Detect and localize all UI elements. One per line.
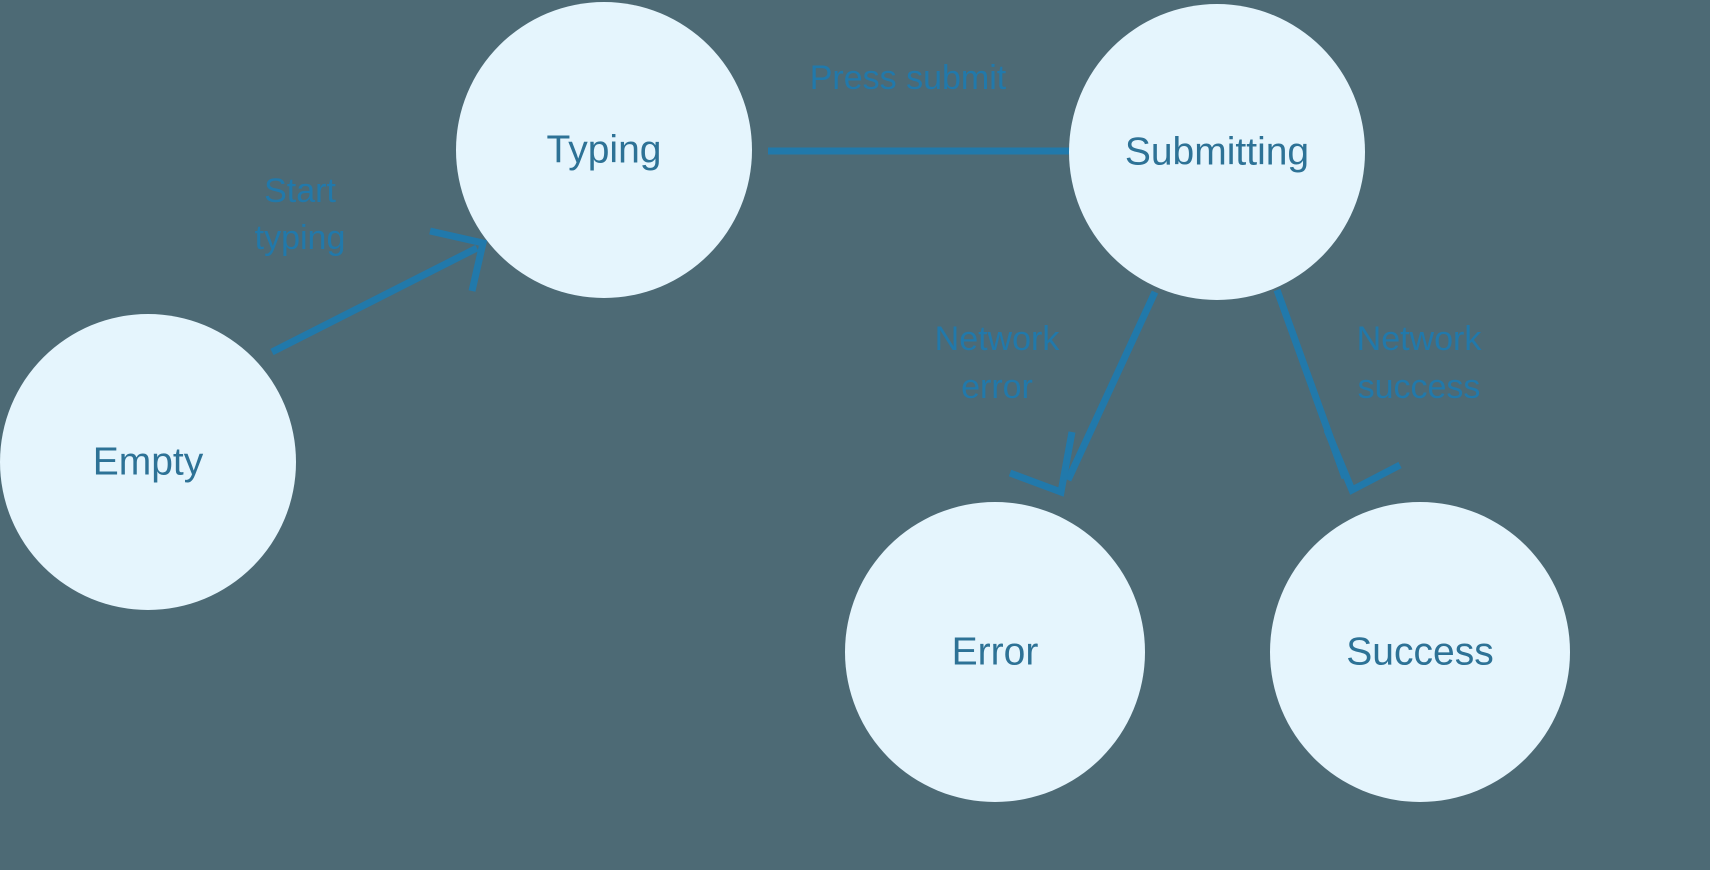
state-node-submitting-circle [1069, 4, 1365, 300]
state-node-typing[interactable]: Typing [456, 2, 752, 298]
edge-submitting-to-error[interactable]: Network error [935, 290, 1159, 497]
state-node-success-label: Success [1346, 630, 1493, 673]
state-node-error[interactable]: Error [845, 502, 1145, 802]
edge-submitting-to-error-arrowhead [1008, 431, 1076, 497]
state-node-error-circle [845, 502, 1145, 802]
edge-empty-to-typing-label-line-1: Start [264, 172, 336, 210]
edge-submitting-to-success-arrowhead [1323, 428, 1402, 495]
edge-submitting-to-error-line [1064, 290, 1159, 482]
edge-empty-to-typing-arrowhead [429, 227, 488, 292]
state-node-typing-label: Typing [547, 128, 662, 171]
edge-submitting-to-success-label-line-1: Network [1357, 320, 1483, 358]
state-node-success-circle [1270, 502, 1570, 802]
state-node-empty-circle [0, 314, 296, 610]
state-node-submitting-label: Submitting [1125, 130, 1309, 173]
edge-empty-to-typing-label-line-2: typing [255, 219, 346, 257]
edge-submitting-to-error-label-line-1: Network [935, 320, 1061, 358]
state-node-typing-circle [456, 2, 752, 298]
edge-empty-to-typing[interactable]: Start typing [255, 172, 488, 356]
edge-submitting-to-success-label-line-2: success [1358, 368, 1481, 406]
state-node-empty[interactable]: Empty [0, 314, 296, 610]
edge-empty-to-typing-line [270, 244, 479, 356]
state-node-error-label: Error [952, 630, 1039, 673]
edge-submitting-to-error-label-line-2: error [961, 368, 1033, 406]
edge-submitting-to-success[interactable]: Network success [1273, 288, 1483, 495]
edge-typing-to-submitting-label: Press submit [810, 59, 1007, 97]
state-node-empty-label: Empty [93, 440, 204, 483]
state-node-success[interactable]: Success [1270, 502, 1570, 802]
state-node-submitting[interactable]: Submitting [1069, 4, 1365, 300]
